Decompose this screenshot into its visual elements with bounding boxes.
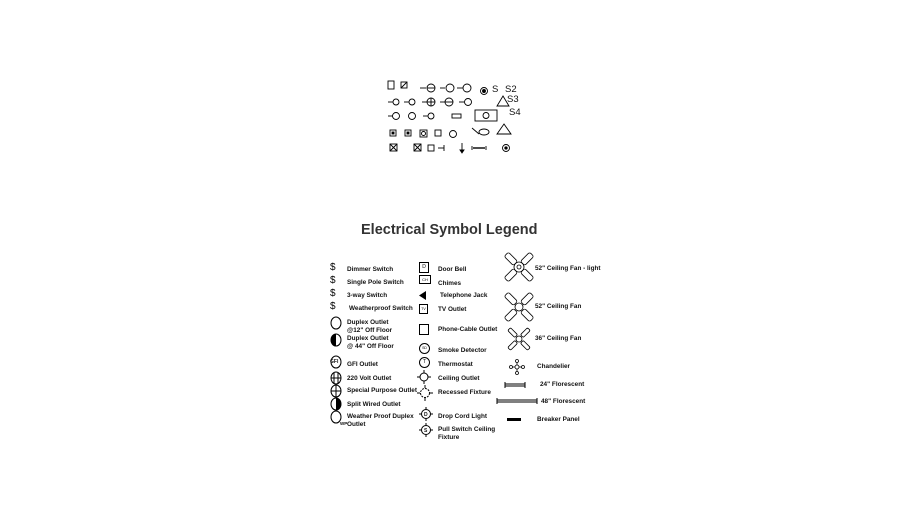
legend-label-phone-cable-outlet: Phone-Cable Outlet [438, 326, 498, 333]
ceiling-fan-36-icon [507, 327, 531, 351]
legend-label-tv-outlet: TV Outlet [438, 306, 467, 313]
legend-label-telephone-jack: Telephone Jack [440, 292, 488, 299]
palette-row-1 [387, 80, 488, 95]
three-way-switch-icon: $ [330, 288, 336, 299]
legend-label-recessed-fixture: Recessed Fixture [438, 389, 491, 396]
gfi-outlet-icon [330, 355, 342, 369]
pull-switch-ceiling-fixture-icon [419, 423, 433, 437]
dimmer-switch-glyph: $ [330, 262, 336, 273]
tv-outlet-icon: TV [419, 304, 428, 314]
split-wired-outlet-icon [330, 397, 342, 411]
duplex-outlet-12-icon [330, 316, 342, 330]
switch-label-s: S [492, 84, 499, 95]
ceiling-outlet-icon [417, 370, 431, 384]
single-pole-switch-icon: $ [330, 275, 336, 286]
palette-row-4 [389, 123, 512, 138]
florescent-24-icon [504, 382, 526, 388]
phone-cable-outlet-icon [419, 324, 429, 335]
duplex-outlet-44-icon [330, 333, 342, 347]
drop-cord-light-icon [419, 407, 433, 421]
legend-label-duplex-outlet-44: Duplex Outlet @ 44" Off Floor [347, 335, 394, 350]
legend-label-thermostat: Thermostat [438, 361, 473, 368]
legend-label-ceiling-outlet: Ceiling Outlet [438, 375, 480, 382]
legend-label-dimmer-switch: Dimmer Switch [347, 266, 394, 273]
legend-label-220-volt-outlet: 220 Volt Outlet [347, 375, 392, 382]
chimes-icon: CH [419, 275, 431, 284]
florescent-48-icon [496, 398, 538, 404]
volt-220-outlet-icon [330, 371, 342, 385]
legend-label-special-purpose-outlet: Special Purpose Outlet [347, 387, 417, 394]
palette-row-3 [388, 109, 498, 122]
door-bell-glyph: D [422, 264, 426, 270]
legend-label-drop-cord-light: Drop Cord Light [438, 413, 487, 420]
switch-label-s3: S3 [507, 94, 519, 105]
weatherproof-switch-glyph: $ [330, 301, 336, 312]
tv-glyph: TV [421, 307, 426, 311]
thermostat-glyph: T [422, 359, 427, 365]
special-purpose-outlet-icon [330, 384, 342, 398]
wp-text: WP [340, 421, 348, 426]
thermostat-icon: T [419, 357, 430, 368]
palette-row-2 [388, 95, 510, 107]
legend-label-36-ceiling-fan: 36" Ceiling Fan [535, 335, 582, 342]
ceiling-fan-52-icon [504, 292, 534, 322]
legend-label-single-pole-switch: Single Pole Switch [347, 279, 404, 286]
legend-label-pull-switch-ceiling-fixture: Pull Switch Ceiling Fixture [438, 426, 496, 441]
legend-label-weatherproof-switch: Weatherproof Switch [349, 305, 413, 312]
legend-label-3-way-switch: 3-way Switch [347, 292, 388, 299]
legend-label-weatherproof-duplex-outlet: Weather Proof Duplex Outlet [347, 413, 414, 428]
weatherproof-switch-icon: $ [330, 301, 336, 312]
legend-label-duplex-outlet-12: Duplex Outlet @12" Off Floor [347, 319, 393, 334]
chandelier-icon [509, 359, 525, 375]
three-way-switch-glyph: $ [330, 288, 336, 299]
weatherproof-duplex-outlet-icon [330, 410, 342, 424]
switch-label-s2: S2 [505, 84, 517, 95]
gfi-text: GFI [330, 359, 339, 365]
legend-label-52-ceiling-fan-light: 52" Ceiling Fan - light [535, 265, 601, 272]
drop-text: D [424, 412, 428, 418]
smoke-detector-icon: SD [419, 343, 430, 354]
legend-label-48-florescent: 48" Florescent [541, 398, 586, 405]
recessed-fixture-icon [417, 385, 433, 401]
legend-label-chandelier: Chandelier [537, 363, 571, 370]
legend-title: Electrical Symbol Legend [361, 222, 538, 238]
pull-text: S [424, 428, 428, 434]
legend-label-24-florescent: 24" Florescent [540, 381, 585, 388]
legend-label-breaker-panel: Breaker Panel [537, 416, 580, 423]
dimmer-switch-icon: $ [330, 262, 336, 273]
legend-label-split-wired-outlet: Split Wired Outlet [347, 401, 401, 408]
breaker-panel-icon [507, 418, 521, 421]
chimes-glyph: CH [422, 277, 428, 282]
legend-label-gfi-outlet: GFI Outlet [347, 361, 378, 368]
single-pole-switch-glyph: $ [330, 275, 336, 286]
palette-row-5 [389, 143, 510, 154]
door-bell-icon: D [419, 262, 429, 273]
legend-label-52-ceiling-fan: 52" Ceiling Fan [535, 303, 582, 310]
smoke-glyph: SD [422, 346, 427, 350]
telephone-jack-icon [419, 291, 426, 300]
ceiling-fan-light-icon [504, 252, 534, 282]
legend-label-smoke-detector: Smoke Detector [438, 347, 487, 354]
switch-label-s4: S4 [509, 107, 521, 118]
symbol-palette [387, 80, 512, 154]
legend-label-chimes: Chimes [438, 280, 462, 287]
legend-label-door-bell: Door Bell [438, 266, 467, 273]
